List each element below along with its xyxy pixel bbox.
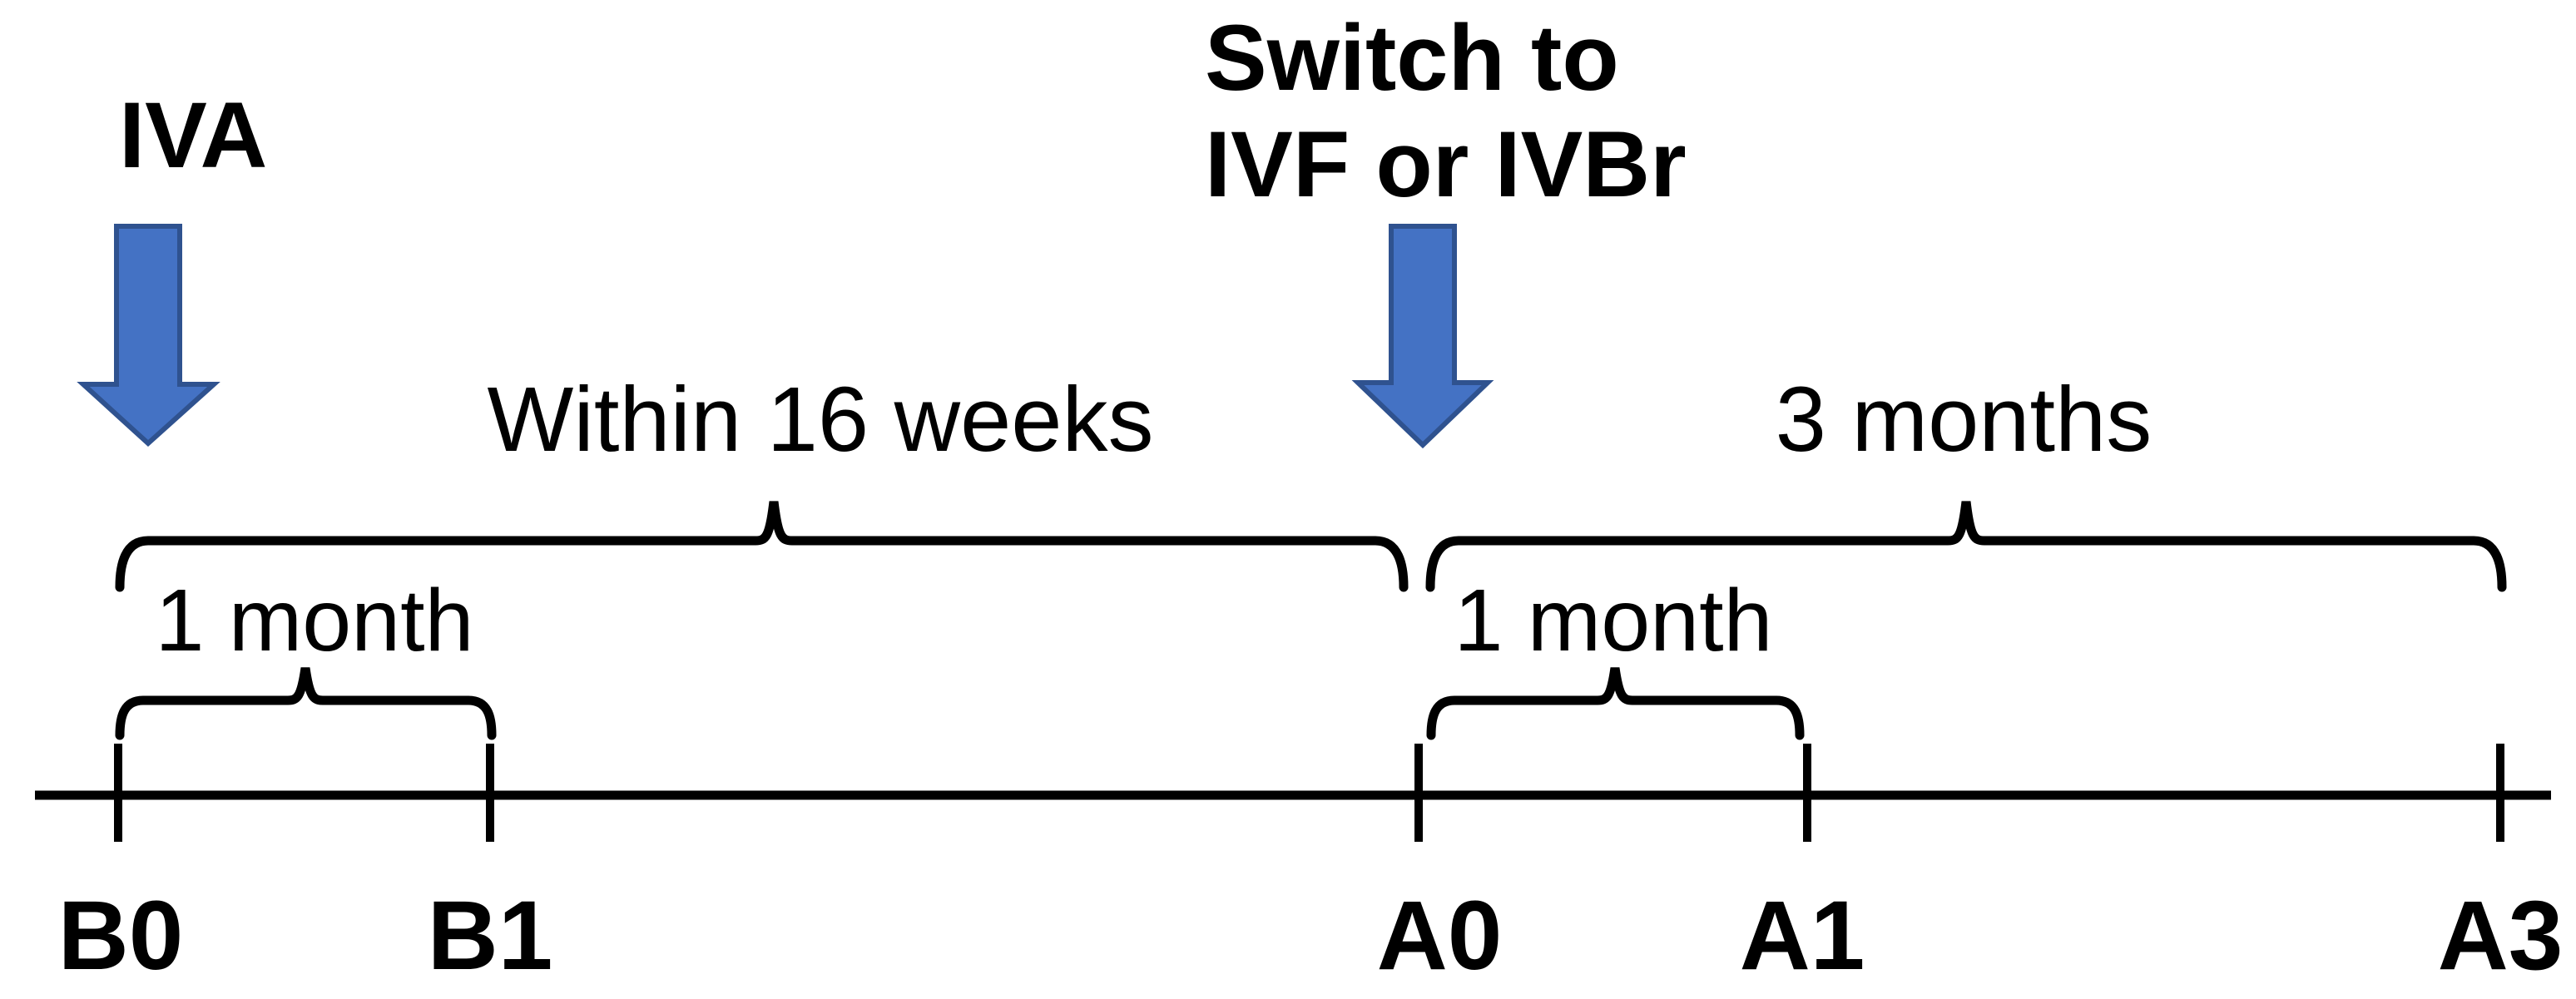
duration-label-1-month-after-switch: 1 month [1454, 571, 1773, 670]
duration-label-3-months: 3 months [1775, 368, 2152, 471]
switch-event-label: Switch to IVF or IVBr [1205, 5, 1687, 218]
brace-3-months [1425, 501, 2507, 592]
timepoint-label-a1: A1 [1739, 881, 1865, 991]
switch-down-arrow-icon [1351, 224, 1494, 449]
timepoint-label-b1: B1 [427, 881, 553, 991]
timepoint-label-a0: A0 [1376, 881, 1503, 991]
iva-down-arrow-icon [77, 224, 220, 448]
iva-event-label: IVA [119, 83, 268, 187]
switch-event-label-line2: IVF or IVBr [1205, 112, 1687, 216]
brace-1-month-after-switch [1426, 667, 1805, 740]
brace-group [115, 501, 2507, 740]
brace-within-16-weeks [115, 501, 1409, 592]
timepoint-label-b0: B0 [57, 881, 184, 991]
timeline-axis-group [35, 744, 2551, 842]
switch-event-label-line1: Switch to [1205, 6, 1619, 110]
duration-label-1-month-baseline: 1 month [155, 571, 474, 670]
duration-label-within-16-weeks: Within 16 weeks [487, 368, 1154, 471]
timepoint-label-a3: A3 [2437, 881, 2564, 991]
brace-1-month-baseline [115, 667, 497, 740]
